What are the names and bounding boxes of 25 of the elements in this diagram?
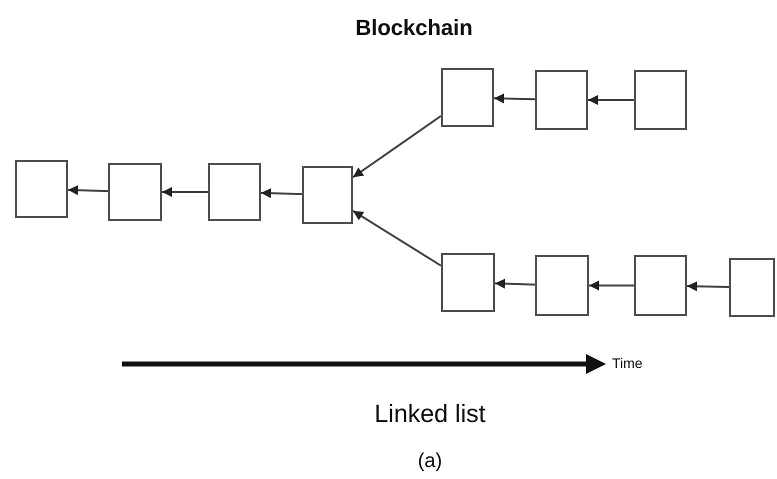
arrow <box>352 210 442 267</box>
caption: Linked list <box>373 400 487 429</box>
block-box <box>15 160 68 218</box>
block-box <box>634 70 687 130</box>
arrow <box>162 187 208 197</box>
block-box <box>535 70 588 130</box>
arrow <box>589 280 634 290</box>
arrow <box>494 93 536 104</box>
block-box <box>302 166 353 224</box>
block-box <box>108 163 162 221</box>
axis-label: Time <box>612 355 643 371</box>
arrow <box>686 281 730 292</box>
block-box <box>535 255 589 316</box>
arrow <box>494 278 536 289</box>
block-box <box>729 258 775 317</box>
block-box <box>634 255 687 316</box>
arrow <box>352 115 442 178</box>
arrow <box>588 95 634 105</box>
panel-label: (a) <box>416 450 444 473</box>
title: Blockchain <box>354 15 474 41</box>
block-box <box>441 68 494 127</box>
arrow <box>260 188 302 198</box>
block-box <box>208 163 261 221</box>
arrow <box>68 185 108 196</box>
block-box <box>441 253 495 312</box>
